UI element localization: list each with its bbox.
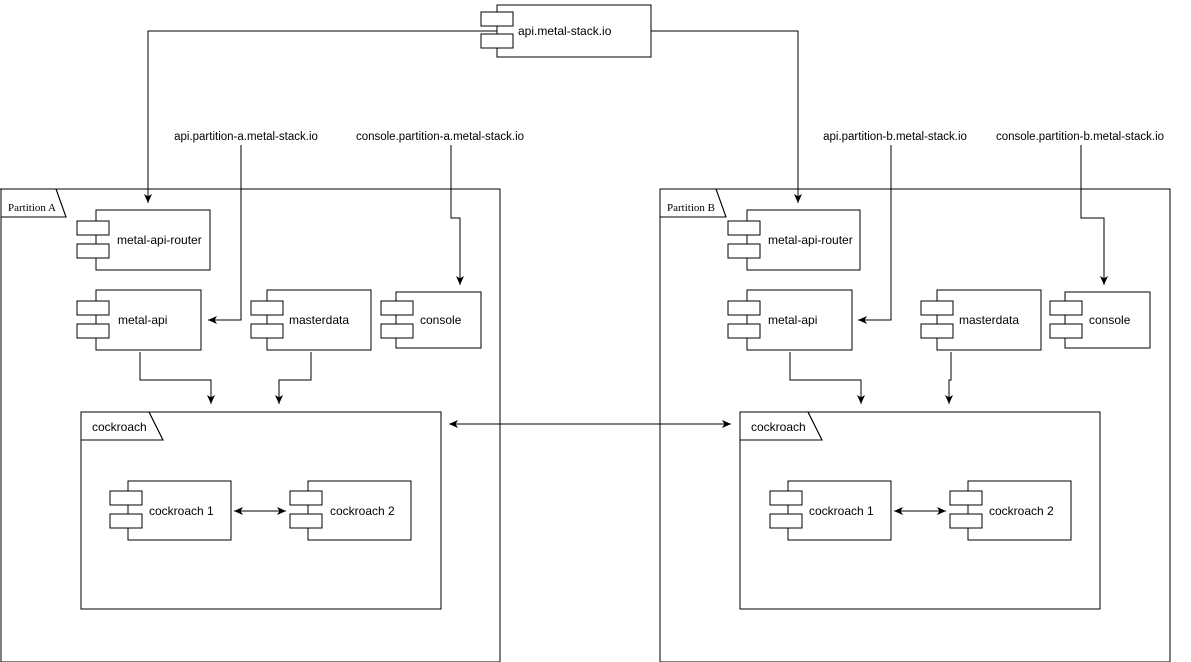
partition-b-boundary: Partition B — [659, 188, 1171, 662]
uml-component-icon — [76, 220, 110, 236]
uml-component-icon — [769, 513, 803, 529]
component-api-metal-stack-io[interactable]: api.metal-stack.io — [480, 4, 652, 58]
uml-component-icon — [289, 513, 323, 529]
uml-component-icon — [920, 323, 954, 339]
edge-metal-api-a-to-cockroach — [139, 352, 215, 404]
cockroach-container-a-label: cockroach — [92, 420, 147, 434]
edge-metal-api-b-to-cockroach — [789, 352, 865, 404]
uml-component-icon — [76, 323, 110, 339]
partition-a-label: Partition A — [8, 202, 56, 214]
component-console-b[interactable]: console — [1049, 291, 1151, 349]
component-cockroach-a-2[interactable]: cockroach 2 — [289, 480, 412, 541]
component-cockroach-b-2[interactable]: cockroach 2 — [949, 480, 1072, 541]
uml-component-icon — [480, 11, 514, 27]
component-label: metal-api — [768, 313, 817, 327]
uml-component-icon — [727, 300, 761, 316]
cockroach-container-b-label: cockroach — [751, 420, 806, 434]
uml-component-icon — [76, 243, 110, 259]
edge-label-api-partition-b: api.partition-b.metal-stack.io — [823, 131, 967, 143]
component-label: api.metal-stack.io — [518, 24, 612, 38]
edge-console-partition-b-to-console — [1080, 145, 1108, 285]
uml-component-icon — [480, 33, 514, 49]
component-label: cockroach 1 — [149, 504, 214, 518]
edge-api-to-router-a — [144, 30, 497, 203]
component-label: cockroach 1 — [809, 504, 874, 518]
uml-component-icon — [289, 490, 323, 506]
component-metal-api-router-b[interactable]: metal-api-router — [727, 209, 861, 271]
component-metal-api-router-a[interactable]: metal-api-router — [76, 209, 211, 271]
uml-component-icon — [949, 490, 983, 506]
partition-b-label: Partition B — [667, 202, 715, 214]
component-masterdata-b[interactable]: masterdata — [920, 289, 1042, 351]
uml-component-icon — [380, 300, 414, 316]
partition-a-boundary: Partition A — [0, 188, 501, 662]
component-label: masterdata — [289, 313, 349, 327]
edge-api-partition-a-to-metal-api — [208, 145, 242, 324]
component-label: metal-api — [118, 313, 167, 327]
edge-label-api-partition-a: api.partition-a.metal-stack.io — [174, 131, 318, 143]
edge-label-console-partition-a: console.partition-a.metal-stack.io — [356, 131, 524, 143]
uml-component-icon — [109, 513, 143, 529]
component-cockroach-a-1[interactable]: cockroach 1 — [109, 480, 232, 541]
uml-component-icon — [949, 513, 983, 529]
component-label: console — [420, 313, 462, 327]
cockroach-container-a: cockroach — [80, 411, 442, 610]
uml-component-icon — [727, 323, 761, 339]
uml-component-icon — [1049, 300, 1083, 316]
component-label: metal-api-router — [768, 233, 853, 247]
component-masterdata-a[interactable]: masterdata — [250, 289, 372, 351]
edge-api-to-router-b — [651, 30, 802, 203]
edge-masterdata-b-to-cockroach — [945, 352, 953, 404]
uml-component-icon — [1049, 323, 1083, 339]
component-label: metal-api-router — [117, 233, 202, 247]
uml-component-icon — [920, 300, 954, 316]
component-cockroach-b-1[interactable]: cockroach 1 — [769, 480, 892, 541]
uml-component-icon — [727, 220, 761, 236]
component-label: cockroach 2 — [989, 504, 1054, 518]
component-metal-api-b[interactable]: metal-api — [727, 289, 853, 351]
component-label: masterdata — [959, 313, 1019, 327]
uml-component-icon — [250, 323, 284, 339]
component-metal-api-a[interactable]: metal-api — [76, 289, 202, 351]
uml-component-icon — [727, 243, 761, 259]
edge-masterdata-a-to-cockroach — [275, 352, 312, 404]
component-console-a[interactable]: console — [380, 291, 482, 349]
component-label: cockroach 2 — [330, 504, 395, 518]
component-label: console — [1089, 313, 1131, 327]
edge-console-partition-a-to-console — [450, 145, 464, 285]
edge-api-partition-b-to-metal-api — [858, 145, 892, 324]
uml-component-icon — [109, 490, 143, 506]
cockroach-container-b: cockroach — [739, 411, 1101, 610]
edge-label-console-partition-b: console.partition-b.metal-stack.io — [996, 131, 1164, 143]
uml-component-icon — [380, 323, 414, 339]
uml-component-icon — [76, 300, 110, 316]
uml-component-icon — [769, 490, 803, 506]
uml-component-icon — [250, 300, 284, 316]
